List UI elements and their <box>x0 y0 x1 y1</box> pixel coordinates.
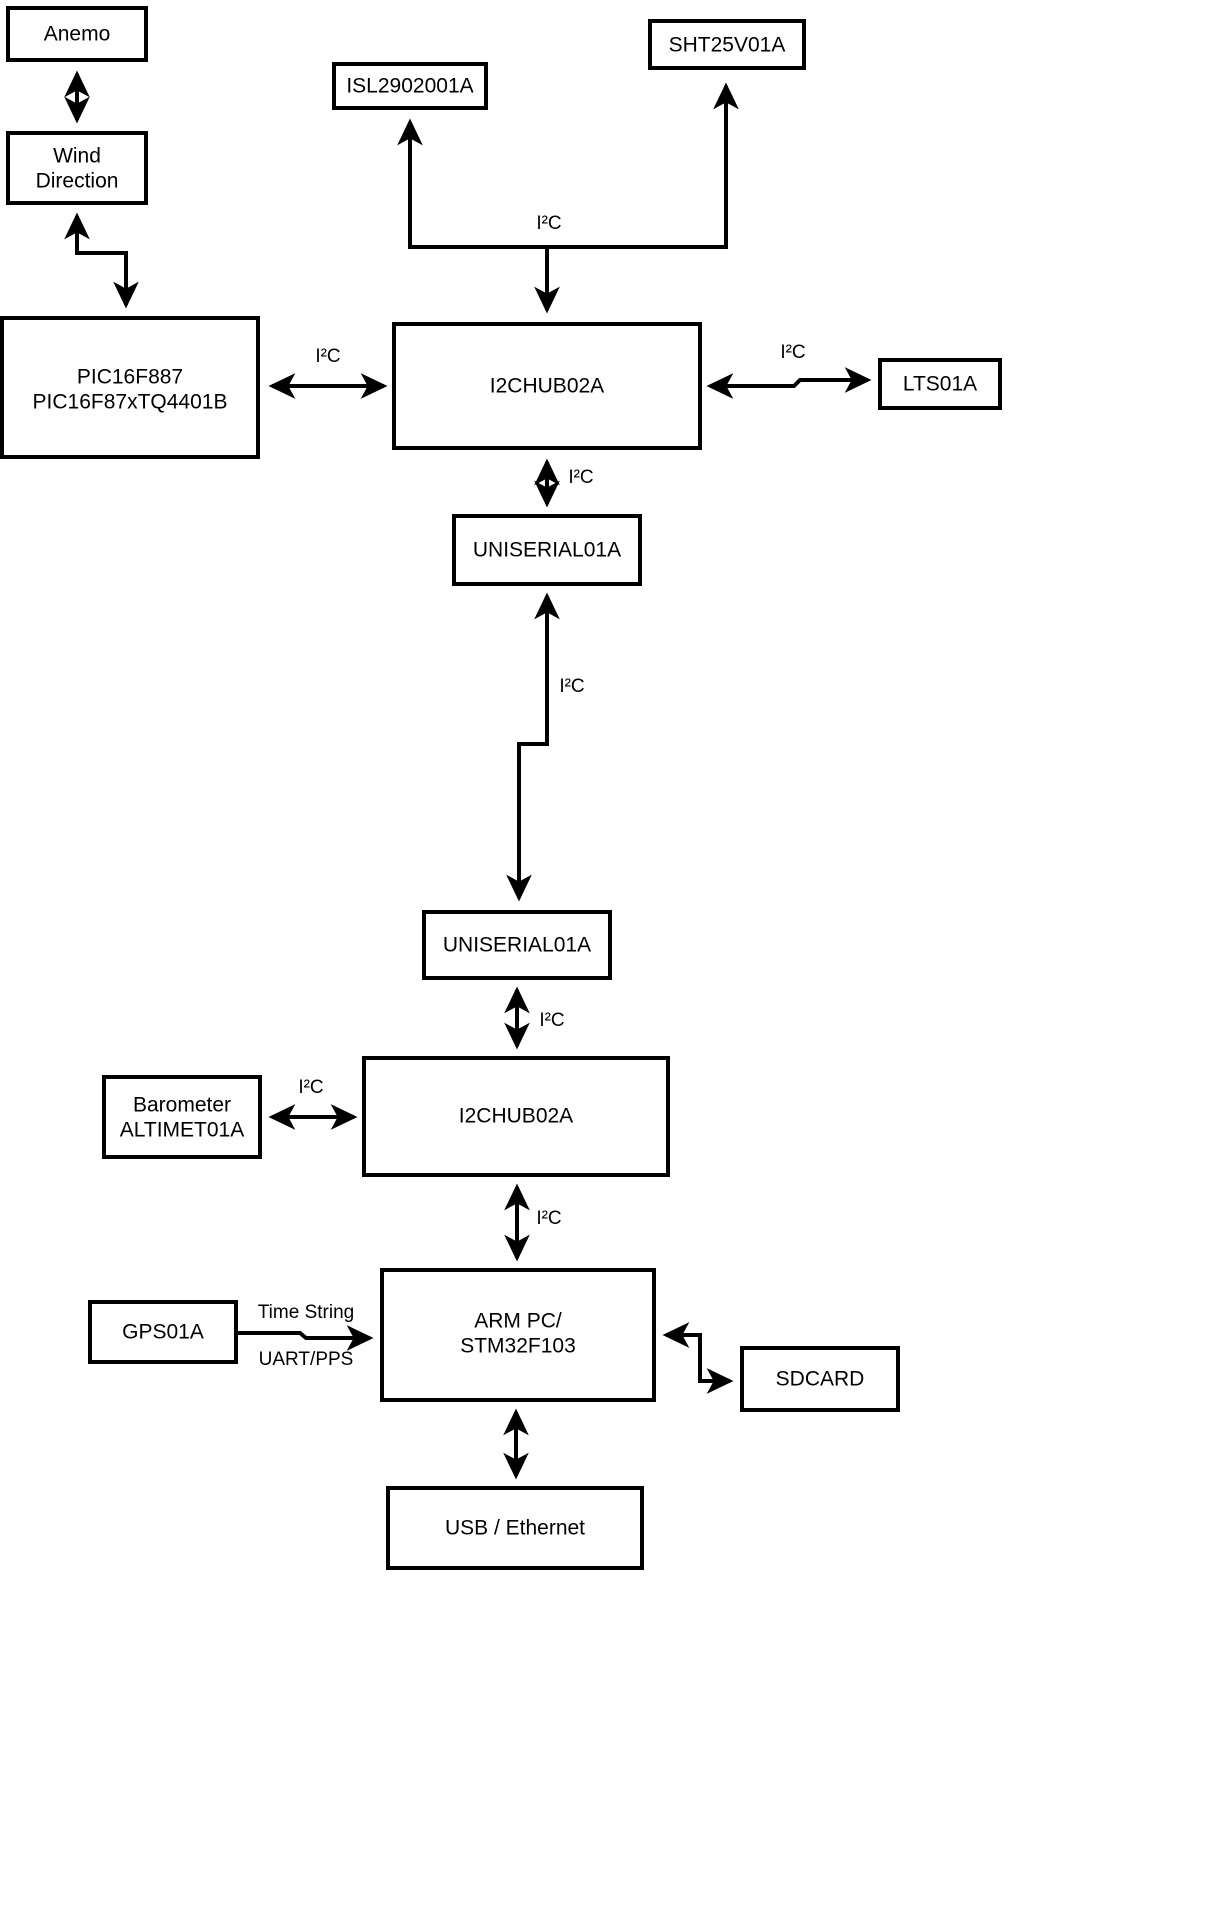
edge-label-i2c-pic-hub: I²C <box>315 346 340 367</box>
node-barometer-altimet01a[interactable]: Barometer ALTIMET01A <box>102 1075 262 1159</box>
edge-label-i2c-uniserial-hub-bottom: I²C <box>539 1010 564 1031</box>
node-i2chub02a-bottom[interactable]: I2CHUB02A <box>362 1056 670 1177</box>
node-barometer-label-1: Barometer <box>133 1094 231 1117</box>
node-pic16f887[interactable]: PIC16F887 PIC16F87xTQ4401B <box>0 316 260 459</box>
edge-label-time-string: Time String <box>258 1302 354 1323</box>
edge-label-i2c-hub-uniserial-top: I²C <box>568 467 593 488</box>
edge-label-i2c-uniserial-link: I²C <box>559 676 584 697</box>
node-wind-direction-label-1: Wind <box>53 145 101 168</box>
node-uniserial01a-bottom[interactable]: UNISERIAL01A <box>422 910 612 980</box>
node-usb-ethernet[interactable]: USB / Ethernet <box>386 1486 644 1570</box>
node-gps01a[interactable]: GPS01A <box>88 1300 238 1364</box>
node-sdcard[interactable]: SDCARD <box>740 1346 900 1412</box>
edge-pic-wind-direction <box>64 212 139 309</box>
node-barometer-label-2: ALTIMET01A <box>120 1119 244 1142</box>
edge-hub-top-lts <box>706 367 872 399</box>
node-uniserial01a-top[interactable]: UNISERIAL01A <box>452 514 642 586</box>
edge-hub-top-i2c-bus <box>397 82 739 314</box>
node-sdcard-label: SDCARD <box>776 1368 865 1391</box>
node-i2chub02a-bottom-label: I2CHUB02A <box>459 1105 573 1128</box>
node-gps01a-label: GPS01A <box>122 1321 204 1344</box>
node-arm-pc-stm32f103[interactable]: ARM PC/ STM32F103 <box>380 1268 656 1402</box>
edge-label-i2c-barometer-hub: I²C <box>298 1077 323 1098</box>
edge-label-i2c-hub-lts: I²C <box>780 342 805 363</box>
node-pic16f887-label-1: PIC16F887 <box>77 366 183 389</box>
node-uniserial01a-top-label: UNISERIAL01A <box>473 539 621 562</box>
edge-gps-arm-pc <box>236 1325 374 1351</box>
node-arm-pc-label-1: ARM PC/ <box>474 1310 562 1333</box>
node-anemo-label: Anemo <box>44 23 111 46</box>
edge-label-i2c-hub-arm-pc: I²C <box>536 1208 561 1229</box>
node-arm-pc-label-2: STM32F103 <box>460 1335 576 1358</box>
node-usb-ethernet-label: USB / Ethernet <box>445 1517 585 1540</box>
node-sht25v01a-label: SHT25V01A <box>669 34 786 57</box>
edge-uniserial-top-uniserial-bottom <box>506 592 560 902</box>
node-sht25v01a[interactable]: SHT25V01A <box>648 19 806 70</box>
edge-label-i2c-top-bus: I²C <box>536 213 561 234</box>
node-pic16f887-label-2: PIC16F87xTQ4401B <box>33 391 228 414</box>
node-wind-direction-label-2: Direction <box>36 170 119 193</box>
node-i2chub02a-top[interactable]: I2CHUB02A <box>392 322 702 450</box>
edge-label-uart-pps: UART/PPS <box>259 1349 354 1370</box>
node-wind-direction[interactable]: Wind Direction <box>6 131 148 205</box>
node-lts01a-label: LTS01A <box>903 373 977 396</box>
node-lts01a[interactable]: LTS01A <box>878 358 1002 410</box>
node-isl2902001a-label: ISL2902001A <box>346 75 473 98</box>
node-anemo[interactable]: Anemo <box>6 6 148 62</box>
node-i2chub02a-top-label: I2CHUB02A <box>490 375 604 398</box>
node-isl2902001a[interactable]: ISL2902001A <box>332 62 488 110</box>
node-uniserial01a-bottom-label: UNISERIAL01A <box>443 934 591 957</box>
edge-arm-pc-sdcard <box>662 1322 734 1394</box>
